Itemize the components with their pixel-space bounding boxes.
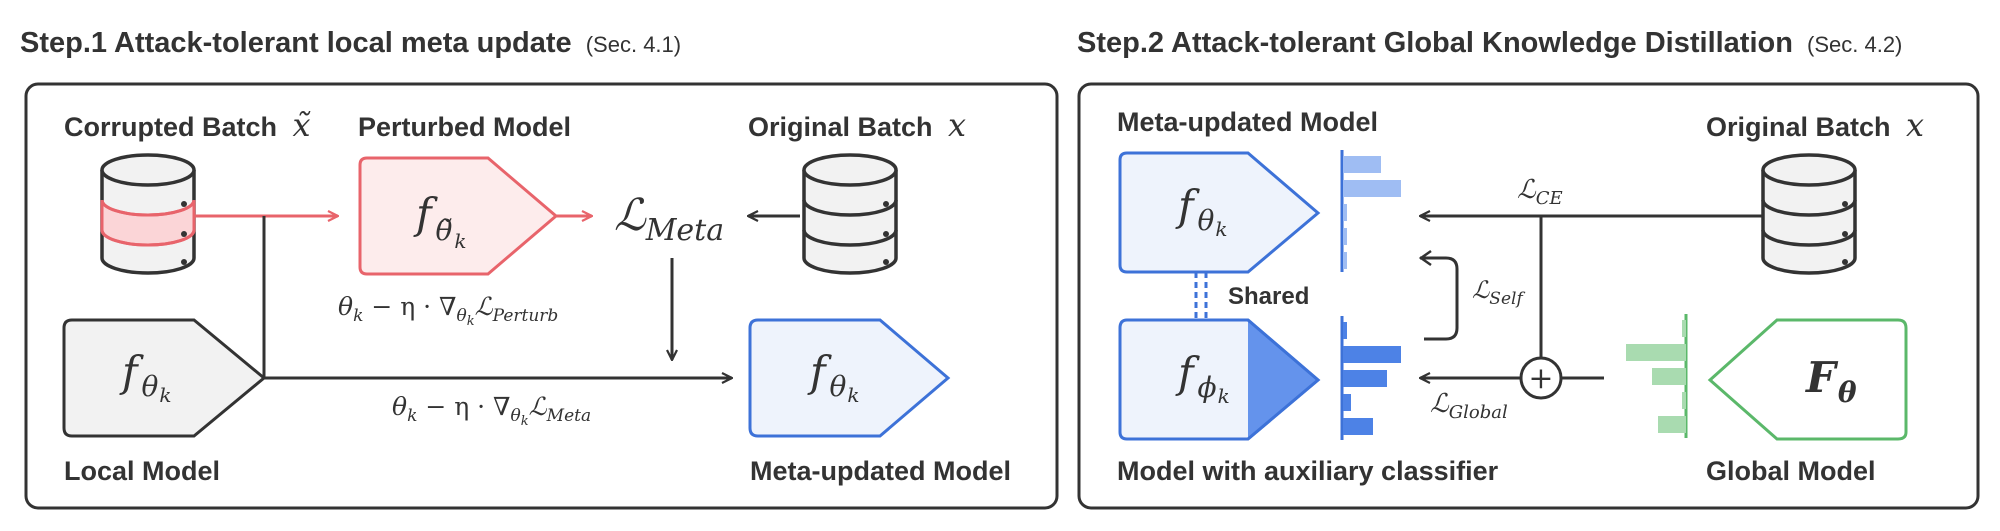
- sum-plus-symbol: +: [1528, 361, 1553, 396]
- ce-loss-label: ℒCE: [1517, 175, 1563, 209]
- meta-loss-label: ℒMeta: [614, 190, 724, 248]
- perturbed-model-block: [358, 156, 559, 276]
- step2-meta-model-block: [1118, 151, 1321, 274]
- global-model-formula: Fθ: [1805, 353, 1857, 409]
- shared-label: Shared: [1228, 283, 1309, 310]
- step1-original-batch-label: Original Batch x: [748, 106, 966, 144]
- self-loss-bracket: [1420, 256, 1459, 341]
- perturbed-model-label: Perturbed Model: [358, 112, 571, 142]
- step1-meta-updated-model-label: Meta-updated Model: [750, 456, 1011, 486]
- step2-original-batch-database-icon: [1761, 153, 1857, 275]
- aux-model-label: Model with auxiliary classifier: [1117, 456, 1499, 486]
- step1-frame: [24, 82, 1059, 510]
- corrupted-batch-label: Corrupted Batch x̃: [64, 106, 311, 144]
- aux-classifier-head: [1250, 321, 1316, 438]
- meta-update-equation: θk − η · ∇θkℒMeta: [392, 392, 591, 429]
- local-model-label: Local Model: [64, 456, 220, 486]
- step2-title: Step.2 Attack-tolerant Global Knowledge …: [1077, 27, 1902, 59]
- step1-meta-updated-model-block: [748, 318, 951, 438]
- global-loss-label: ℒGlobal: [1430, 389, 1508, 423]
- step1-original-batch-database-icon: [802, 153, 898, 275]
- global-model-block: [1707, 318, 1908, 441]
- step1-title: Step.1 Attack-tolerant local meta update…: [20, 27, 681, 59]
- global-model-output-bars: [1626, 314, 1688, 438]
- self-loss-label: ℒSelf: [1472, 276, 1525, 309]
- global-model-label: Global Model: [1706, 456, 1876, 486]
- step2-frame: [1077, 82, 1980, 510]
- shared-parameter-link: [1194, 272, 1208, 320]
- meta-model-output-bars: [1340, 150, 1401, 272]
- perturb-update-equation: θk − η · ∇θkℒPerturb: [338, 292, 558, 329]
- corrupted-batch-database-icon: [100, 153, 196, 275]
- aux-model-output-bars: [1340, 316, 1401, 440]
- step2-original-batch-label: Original Batch x: [1706, 106, 1924, 144]
- local-model-block: [62, 318, 267, 438]
- step2-meta-updated-model-label: Meta-updated Model: [1117, 107, 1378, 137]
